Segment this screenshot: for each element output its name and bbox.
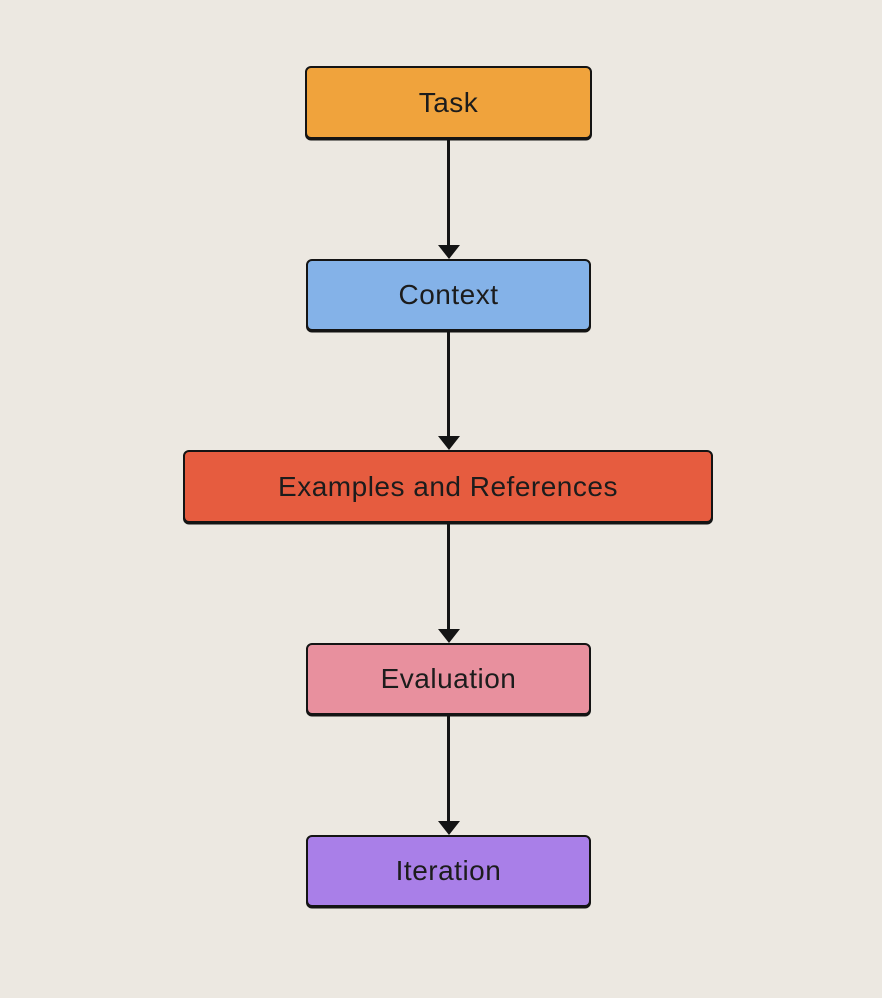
arrow-context-to-examples (437, 331, 460, 450)
arrow-line (447, 715, 450, 821)
arrow-line (447, 331, 450, 436)
flow-node-iteration: Iteration (306, 835, 591, 907)
arrow-head-icon (437, 436, 460, 450)
arrow-task-to-context (437, 139, 460, 259)
arrow-evaluation-to-iteration (437, 715, 460, 835)
flow-node-evaluation-label: Evaluation (380, 663, 517, 694)
flow-node-task: Task (305, 66, 592, 139)
arrow-line (447, 139, 450, 245)
flow-node-context: Context (306, 259, 591, 331)
flow-node-context-label: Context (398, 279, 499, 310)
arrow-line (447, 523, 450, 629)
flow-node-examples-and-references: Examples and References (183, 450, 713, 523)
arrow-head-icon (437, 629, 460, 643)
flow-node-examples-label: Examples and References (278, 470, 618, 502)
flow-node-evaluation: Evaluation (306, 643, 591, 715)
flow-node-task-label: Task (418, 86, 479, 118)
arrow-head-icon (437, 821, 460, 835)
arrow-head-icon (437, 245, 460, 259)
flow-node-iteration-label: Iteration (395, 855, 502, 886)
arrow-examples-to-evaluation (437, 523, 460, 643)
